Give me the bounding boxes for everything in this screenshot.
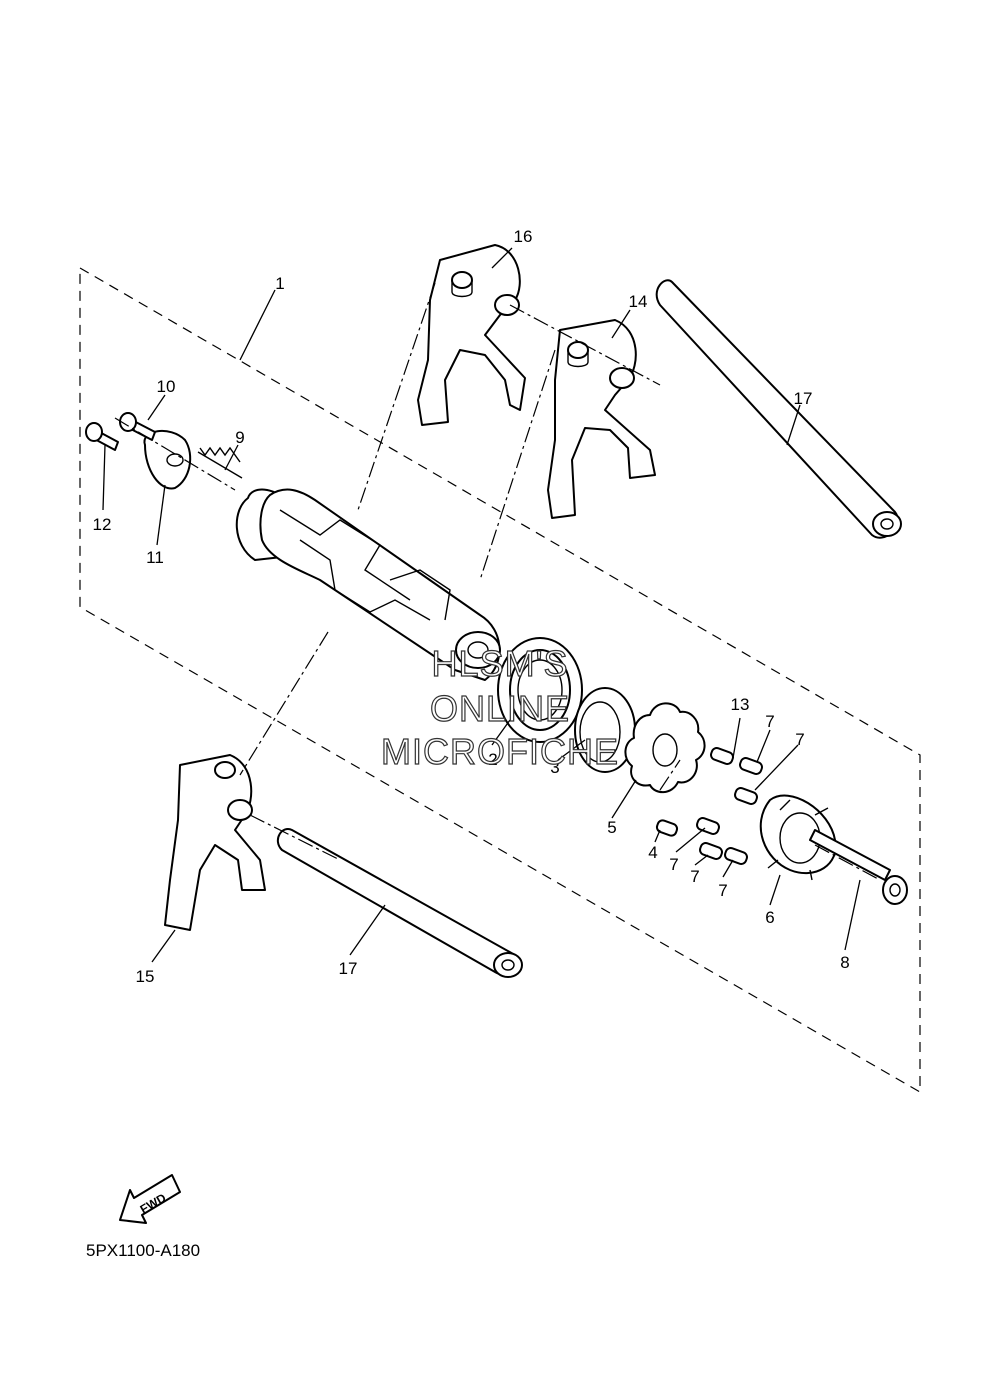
callout-7e: 7 (718, 881, 727, 900)
dowel-pins[interactable] (655, 747, 764, 866)
watermark-line-3: MICROFICHE (381, 731, 619, 772)
shift-fork-rod-17-lower[interactable] (276, 828, 523, 978)
spring-9[interactable] (197, 446, 243, 479)
screw-8[interactable] (809, 829, 908, 905)
diagram-code: 5PX1100-A180 (86, 1241, 200, 1260)
bolt-10[interactable] (119, 412, 156, 441)
bolt-12[interactable] (85, 422, 119, 451)
callout-16: 16 (514, 227, 533, 246)
callout-7b: 7 (795, 730, 804, 749)
callout-12: 12 (93, 515, 112, 534)
fwd-arrow-icon: FWD (119, 1174, 181, 1224)
shift-drum[interactable] (235, 488, 501, 681)
leader-lines (102, 247, 861, 963)
callout-17b: 17 (339, 959, 358, 978)
callout-10: 10 (157, 377, 176, 396)
callout-7a: 7 (765, 712, 774, 731)
callout-8: 8 (840, 953, 849, 972)
callout-7d: 7 (690, 867, 699, 886)
stopper-lever-11[interactable] (143, 429, 192, 490)
callout-4: 4 (648, 843, 657, 862)
assembly-axis-lines (114, 282, 881, 881)
shift-fork-15[interactable] (164, 754, 266, 931)
watermark-line-2: ONLINE (430, 688, 570, 729)
assembly-boundary (79, 267, 921, 1094)
callout-15: 15 (136, 967, 155, 986)
callout-7c: 7 (669, 855, 678, 874)
callout-3: 3 (550, 758, 559, 777)
callout-1: 1 (275, 274, 284, 293)
callout-labels: 1 2 3 4 5 6 7 7 7 7 7 8 9 10 11 12 13 14… (93, 227, 850, 986)
shift-fork-14[interactable] (547, 319, 656, 519)
segment-plate-5[interactable] (624, 702, 706, 794)
callout-13: 13 (731, 695, 750, 714)
callout-17a: 17 (794, 389, 813, 408)
callout-2: 2 (488, 750, 497, 769)
watermark: HLSM'S ONLINE MICROFICHE (380, 642, 619, 772)
callout-6: 6 (765, 908, 774, 927)
watermark-line-1: HLSM'S (432, 643, 569, 684)
callout-14: 14 (629, 292, 648, 311)
callout-9: 9 (235, 428, 244, 447)
callout-5: 5 (607, 818, 616, 837)
shift-fork-16[interactable] (417, 244, 526, 426)
shift-fork-rod-17-upper[interactable] (655, 279, 902, 539)
callout-11: 11 (146, 548, 164, 567)
bearing-2[interactable] (497, 637, 583, 743)
